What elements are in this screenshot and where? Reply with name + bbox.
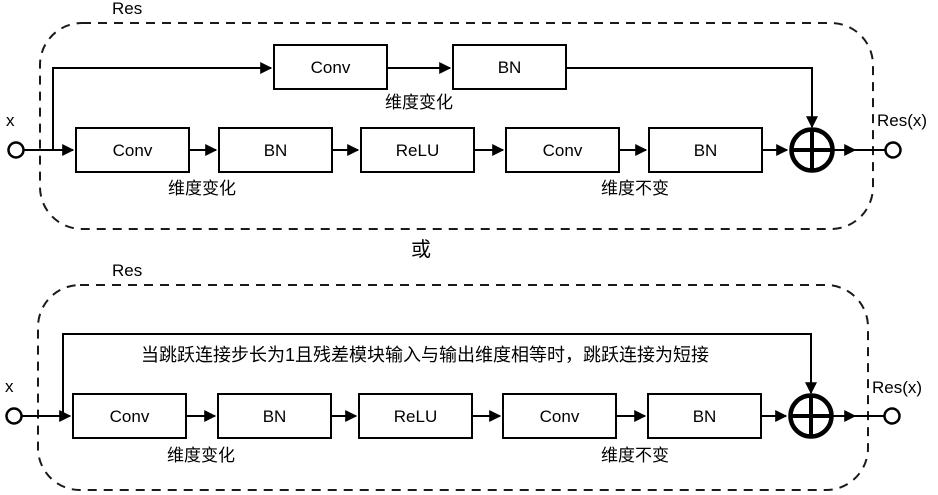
top-skip-to-add-arrow (567, 67, 818, 129)
top-block-dashed-boundary (39, 22, 874, 230)
top-block-arrows (23, 62, 886, 156)
top-skip-conv-node: Conv (273, 44, 388, 90)
bottom-main-caption-left: 维度变化 (167, 446, 235, 465)
top-output-port-icon (884, 141, 902, 159)
bottom-skip-shortcut-arrow (62, 333, 817, 416)
top-main-conv1-node: Conv (75, 127, 190, 173)
top-main-caption-left: 维度变化 (168, 179, 236, 198)
bottom-output-port-icon (883, 407, 901, 425)
bottom-block-arrows (21, 333, 885, 422)
top-block-title: Res (112, 0, 143, 18)
top-main-caption-right: 维度不变 (601, 179, 669, 198)
bottom-block-title: Res (112, 261, 143, 280)
top-output-label: Res(x) (877, 111, 928, 130)
top-skip-caption: 维度变化 (385, 93, 453, 112)
top-input-label: x (6, 111, 15, 130)
bottom-add-circle-icon (788, 393, 834, 439)
bottom-main-bn2-node: BN (647, 393, 762, 439)
bottom-main-caption-right: 维度不变 (601, 446, 669, 465)
top-main-relu-node: ReLU (360, 127, 475, 173)
top-skip-bn-node: BN (452, 44, 567, 90)
bottom-main-bn1-node: BN (217, 393, 332, 439)
top-add-circle-icon (789, 127, 835, 173)
top-main-bn1-node: BN (218, 127, 333, 173)
bottom-main-conv1-node: Conv (72, 393, 187, 439)
bottom-block-dashed-boundary (37, 284, 869, 491)
bottom-output-label: Res(x) (872, 378, 923, 397)
bottom-main-relu-node: ReLU (358, 393, 473, 439)
top-skip-branch-arrow (52, 62, 273, 150)
top-main-conv2-node: Conv (505, 127, 620, 173)
top-input-port-icon (7, 141, 25, 159)
top-main-bn2-node: BN (648, 127, 763, 173)
bottom-shortcut-note: 当跳跃连接步长为1且残差模块输入与输出维度相等时，跳跃连接为短接 (140, 345, 709, 365)
bottom-input-port-icon (5, 407, 23, 425)
or-separator-label: 或 (411, 239, 431, 261)
bottom-input-label: x (5, 377, 14, 396)
bottom-main-conv2-node: Conv (502, 393, 617, 439)
